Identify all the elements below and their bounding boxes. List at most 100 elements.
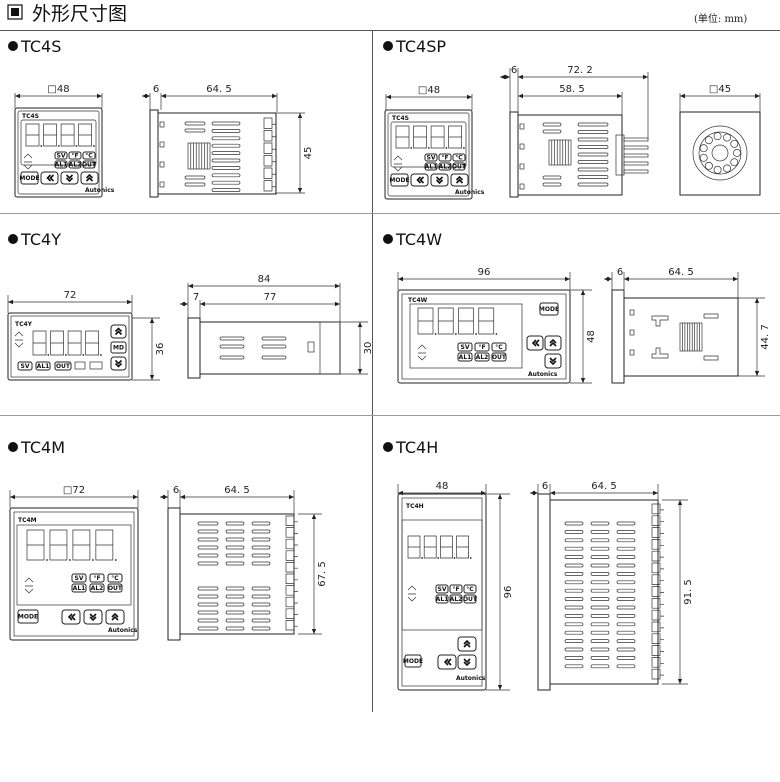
seven-segment-digit bbox=[78, 123, 92, 147]
side-view bbox=[509, 111, 649, 198]
shift-button bbox=[40, 171, 59, 185]
indicator-deg_c: °C bbox=[82, 151, 96, 160]
terminal bbox=[263, 155, 276, 167]
terminal bbox=[263, 117, 276, 129]
indicator-out-label: OUT bbox=[452, 164, 467, 171]
terminal bbox=[651, 657, 664, 668]
seven-segment-digit bbox=[437, 307, 454, 335]
front-width-dim: □72 bbox=[63, 485, 85, 496]
back-view bbox=[679, 111, 761, 196]
indicator-deg_f: °F bbox=[438, 153, 452, 162]
indicator-sv-label: SV bbox=[427, 155, 436, 162]
updown-indicator-icon bbox=[393, 155, 403, 172]
panel-model-label: TC4S bbox=[22, 113, 39, 120]
down-button bbox=[110, 356, 127, 371]
updown-indicator-icon bbox=[14, 331, 24, 348]
md-button-label: MD bbox=[113, 345, 124, 352]
indicator-deg_f-label: °F bbox=[71, 153, 78, 160]
indicator-sv: SV bbox=[424, 153, 438, 162]
indicator-deg_c: °C bbox=[107, 573, 123, 583]
down-button bbox=[60, 171, 79, 185]
indicator-deg_f: °F bbox=[449, 584, 463, 594]
front-width-dim: 96 bbox=[478, 267, 491, 278]
terminal bbox=[651, 574, 664, 585]
section-title: TC4H bbox=[395, 438, 438, 457]
indicator-al1-label: AL1 bbox=[436, 596, 449, 603]
bullet-icon bbox=[8, 442, 18, 452]
bullet-icon bbox=[8, 234, 18, 244]
unit-note: (单位: mm) bbox=[694, 12, 747, 25]
indicator-deg_f: °F bbox=[68, 151, 82, 160]
indicator-deg_f-label: °F bbox=[452, 586, 459, 593]
seven-segment-digit bbox=[430, 125, 445, 149]
terminal bbox=[285, 585, 298, 596]
terminal bbox=[285, 596, 298, 608]
indicator-deg_c: °C bbox=[452, 153, 466, 162]
seven-segment-digit bbox=[49, 529, 68, 561]
brand-logo: Autonics bbox=[85, 187, 115, 194]
height-dim: 44. 7 bbox=[760, 324, 771, 349]
terminal bbox=[285, 538, 298, 550]
terminal bbox=[263, 180, 276, 192]
socket-pin-hole bbox=[699, 153, 708, 162]
terminal bbox=[651, 586, 664, 597]
front-depth-dim: 7 bbox=[193, 292, 199, 303]
down-button bbox=[83, 609, 103, 625]
updown-indicator-icon bbox=[23, 153, 33, 170]
bullet-icon bbox=[383, 41, 393, 51]
front-width-dim: 72 bbox=[64, 290, 77, 301]
indicator-al1-label: AL1 bbox=[459, 354, 472, 361]
seven-segment-digit bbox=[72, 529, 91, 561]
up-button bbox=[457, 636, 477, 652]
front-depth-dim: 6 bbox=[542, 481, 548, 492]
indicator-deg_c-label: °C bbox=[495, 344, 503, 351]
panel-model-label: TC4Y bbox=[15, 321, 33, 328]
indicator-deg_f: °F bbox=[89, 573, 105, 583]
terminal bbox=[651, 550, 664, 562]
indicator-al1: AL1 bbox=[457, 352, 473, 362]
terminal bbox=[285, 573, 298, 584]
depth-dim: 64. 5 bbox=[591, 481, 616, 492]
indicator-al2-label: AL2 bbox=[91, 585, 104, 592]
bullet-icon bbox=[383, 442, 393, 452]
terminal bbox=[651, 527, 664, 538]
indicator-sv: SV bbox=[435, 584, 449, 594]
terminal bbox=[285, 620, 298, 631]
mode-button: MODE bbox=[19, 171, 40, 185]
indicator-al2-label: AL2 bbox=[450, 596, 463, 603]
panel-model-label: TC4M bbox=[18, 517, 37, 524]
indicator-sv: SV bbox=[71, 573, 87, 583]
front-width-dim: □48 bbox=[47, 84, 69, 95]
square-box-icon bbox=[7, 4, 23, 20]
socket-pin-hole bbox=[704, 161, 713, 170]
seven-segment-digit bbox=[423, 535, 437, 559]
indicator-deg_c-label: °C bbox=[455, 155, 463, 162]
indicator-deg_c: °C bbox=[463, 584, 477, 594]
indicator-deg_c: °C bbox=[491, 342, 507, 352]
down-button bbox=[544, 353, 562, 369]
up-button bbox=[544, 335, 562, 351]
depth-dim: 64. 5 bbox=[668, 267, 693, 278]
seven-segment-digit bbox=[32, 330, 47, 356]
side-view bbox=[611, 289, 739, 384]
seven-segment-digit bbox=[413, 125, 427, 149]
grid-lines bbox=[0, 30, 780, 712]
mode-button: MODE bbox=[539, 302, 559, 316]
brand-logo: Autonics bbox=[455, 189, 485, 196]
seven-segment-digit bbox=[478, 307, 495, 335]
header: 外形尺寸图 (单位: mm) bbox=[7, 3, 747, 25]
indicator-sv-label: SV bbox=[21, 363, 30, 370]
front-height-dim: 96 bbox=[503, 586, 514, 599]
mode-button: MODE bbox=[389, 173, 410, 187]
terminal bbox=[285, 515, 298, 526]
